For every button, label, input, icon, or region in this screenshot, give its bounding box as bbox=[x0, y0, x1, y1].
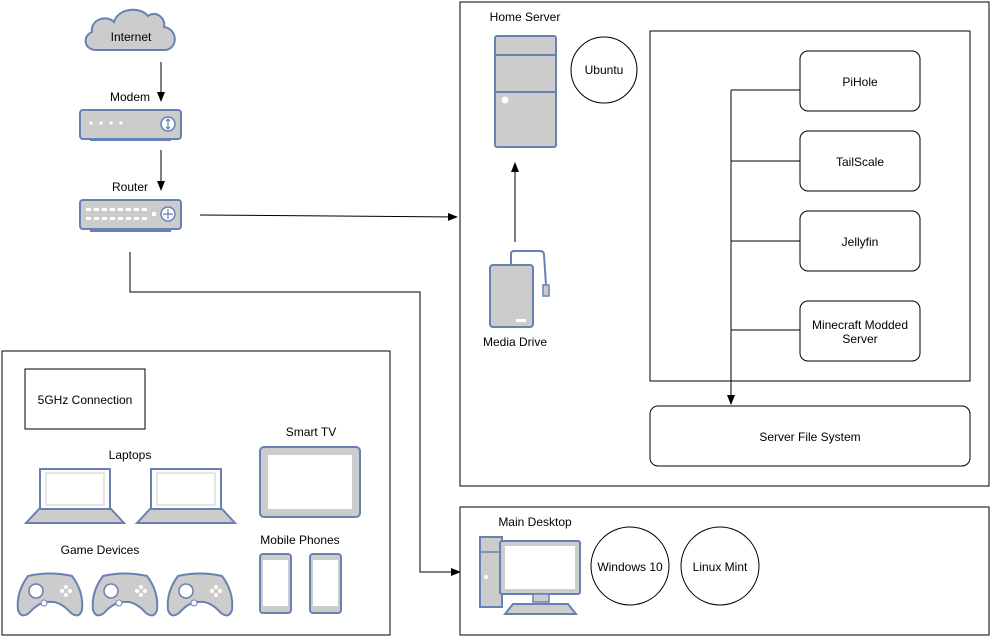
server-tower-icon bbox=[494, 35, 557, 148]
phone-icon bbox=[259, 553, 292, 614]
connection-badge: 5GHz Connection bbox=[24, 368, 146, 430]
home-server-container[interactable]: Home Server Ubuntu Media Drive bbox=[459, 1, 990, 487]
media-drive-node[interactable]: Media Drive bbox=[483, 250, 550, 349]
router-icon bbox=[79, 199, 182, 232]
devices-container[interactable]: 5GHz Connection Laptops Smart TV Game De… bbox=[1, 350, 391, 636]
laptop-icon bbox=[134, 468, 238, 524]
cloud-icon bbox=[84, 8, 176, 51]
media-drive-label: Media Drive bbox=[483, 335, 547, 349]
ubuntu-label: Ubuntu bbox=[585, 63, 624, 77]
modem-node[interactable]: Modem bbox=[79, 90, 182, 141]
windows-os-node[interactable]: Windows 10 bbox=[590, 526, 670, 606]
service-jellyfin[interactable]: Jellyfin bbox=[799, 210, 921, 272]
main-desktop-frame bbox=[459, 506, 990, 636]
service-tailscale-label: TailScale bbox=[836, 155, 884, 169]
service-minecraft-label-line2: Server bbox=[842, 332, 877, 346]
service-tailscale[interactable]: TailScale bbox=[799, 130, 921, 192]
service-pihole[interactable]: PiHole bbox=[799, 50, 921, 112]
home-server-title: Home Server bbox=[490, 10, 561, 24]
gamepad-icon bbox=[91, 572, 159, 617]
gamepad-icon bbox=[166, 572, 234, 617]
connection-label: 5GHz Connection bbox=[38, 393, 133, 407]
modem-icon bbox=[79, 109, 182, 141]
router-label: Router bbox=[112, 180, 148, 194]
main-desktop-title: Main Desktop bbox=[498, 515, 572, 529]
server-file-system-label: Server File System bbox=[759, 430, 860, 444]
service-jellyfin-label: Jellyfin bbox=[842, 235, 879, 249]
gamepad-icon bbox=[16, 572, 84, 617]
router-node[interactable]: Router bbox=[79, 180, 182, 232]
home-server-frame bbox=[459, 1, 990, 487]
service-minecraft[interactable]: Minecraft Modded Server bbox=[799, 300, 921, 362]
service-pihole-label: PiHole bbox=[842, 75, 878, 89]
linux-mint-label: Linux Mint bbox=[693, 560, 748, 574]
main-desktop-container[interactable]: Main Desktop Windows 10 Linux Mint bbox=[459, 506, 990, 636]
windows-label: Windows 10 bbox=[597, 560, 663, 574]
devices-frame bbox=[1, 350, 391, 636]
game-devices-label: Game Devices bbox=[61, 543, 140, 557]
ubuntu-os-node[interactable]: Ubuntu bbox=[570, 36, 638, 104]
laptops-label: Laptops bbox=[109, 448, 152, 462]
modem-label: Modem bbox=[110, 90, 150, 104]
connectors bbox=[129, 62, 800, 576]
service-minecraft-label-line1: Minecraft Modded bbox=[812, 318, 908, 332]
smart-tv-label: Smart TV bbox=[286, 425, 336, 439]
laptop-icon bbox=[23, 468, 127, 524]
internet-node[interactable]: Internet bbox=[84, 8, 176, 51]
edge-router-main-desktop bbox=[129, 252, 461, 576]
internet-label: Internet bbox=[111, 30, 152, 44]
server-file-system-node[interactable]: Server File System bbox=[649, 405, 971, 467]
edge-router-home-server bbox=[199, 212, 458, 221]
phone-icon bbox=[309, 553, 342, 614]
mobile-phones-label: Mobile Phones bbox=[260, 533, 339, 547]
linux-mint-os-node[interactable]: Linux Mint bbox=[680, 526, 760, 606]
desktop-computer-icon bbox=[479, 536, 581, 615]
services-group-frame bbox=[649, 30, 971, 382]
tv-icon bbox=[259, 446, 361, 518]
external-drive-icon bbox=[489, 250, 550, 328]
